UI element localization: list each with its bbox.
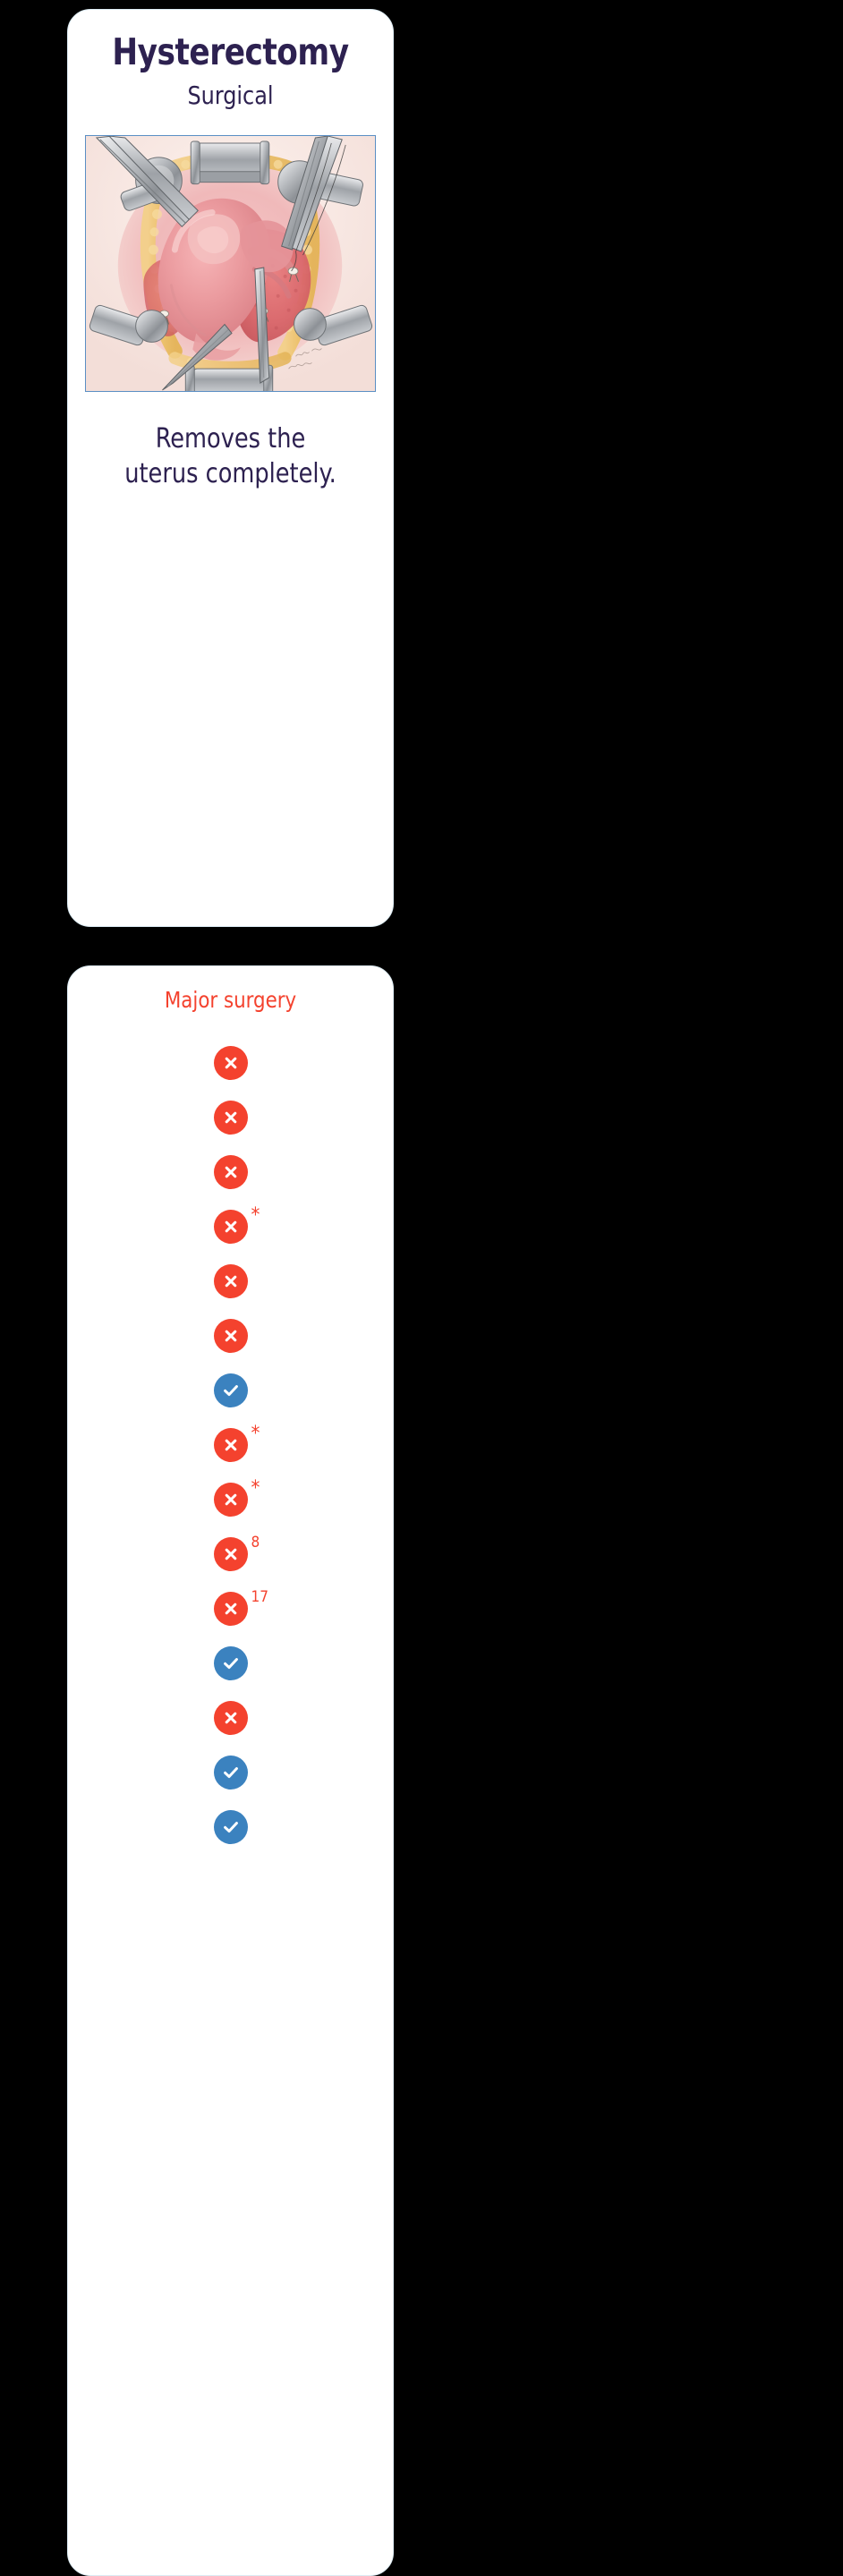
procedure-subtitle: Surgical: [187, 81, 274, 111]
attribute-row: *: [68, 1418, 393, 1473]
footnote-marker: 17: [251, 1588, 268, 1606]
procedure-description: Removes the uterus completely.: [76, 392, 385, 491]
procedure-summary-card: Hysterectomy Surgical: [67, 9, 394, 927]
attribute-row: [68, 1091, 393, 1145]
x-circle-icon: [213, 1046, 248, 1080]
footnote-marker: *: [251, 1477, 260, 1500]
surgical-field-illustration: [86, 136, 375, 392]
x-circle-icon: 17: [213, 1590, 268, 1626]
check-circle-icon: [213, 1810, 248, 1844]
footnote-marker: *: [251, 1204, 260, 1227]
page-title: Hysterectomy: [112, 30, 349, 73]
footnote-marker: *: [251, 1423, 260, 1445]
check-circle-icon: [213, 1646, 248, 1680]
description-line-2: uterus completely.: [124, 457, 336, 489]
x-circle-icon: *: [213, 1206, 260, 1244]
attributes-card: Major surgery * * * 8 17: [67, 965, 394, 2576]
attribute-row: 8: [68, 1527, 393, 1582]
attribute-row: [68, 1145, 393, 1200]
attribute-row: [68, 1036, 393, 1091]
attribute-row: [68, 1637, 393, 1691]
check-circle-icon: [213, 1756, 248, 1790]
hysterectomy-surgical-illustration: [85, 135, 376, 393]
illustration-signature: [288, 348, 322, 370]
attribute-row: [68, 1691, 393, 1746]
x-circle-icon: *: [213, 1479, 260, 1517]
x-circle-icon: [213, 1155, 248, 1189]
x-circle-icon: [213, 1101, 248, 1135]
check-circle-icon: [213, 1373, 248, 1407]
attribute-row: [68, 1309, 393, 1364]
attribute-row: 17: [68, 1582, 393, 1637]
attributes-heading: Major surgery: [164, 987, 297, 1013]
attribute-row: *: [68, 1473, 393, 1527]
description-line-1: Removes the: [155, 423, 306, 455]
attribute-row: [68, 1364, 393, 1418]
attribute-row: [68, 1254, 393, 1309]
attribute-row: *: [68, 1200, 393, 1254]
x-circle-icon: [213, 1319, 248, 1353]
x-circle-icon: *: [213, 1424, 260, 1462]
x-circle-icon: 8: [213, 1535, 260, 1571]
x-circle-icon: [213, 1264, 248, 1298]
footnote-marker: 8: [251, 1534, 260, 1552]
attribute-row: [68, 1746, 393, 1800]
x-circle-icon: [213, 1701, 248, 1735]
attribute-status-list: * * * 8 17: [68, 1013, 393, 1855]
attribute-row: [68, 1800, 393, 1855]
